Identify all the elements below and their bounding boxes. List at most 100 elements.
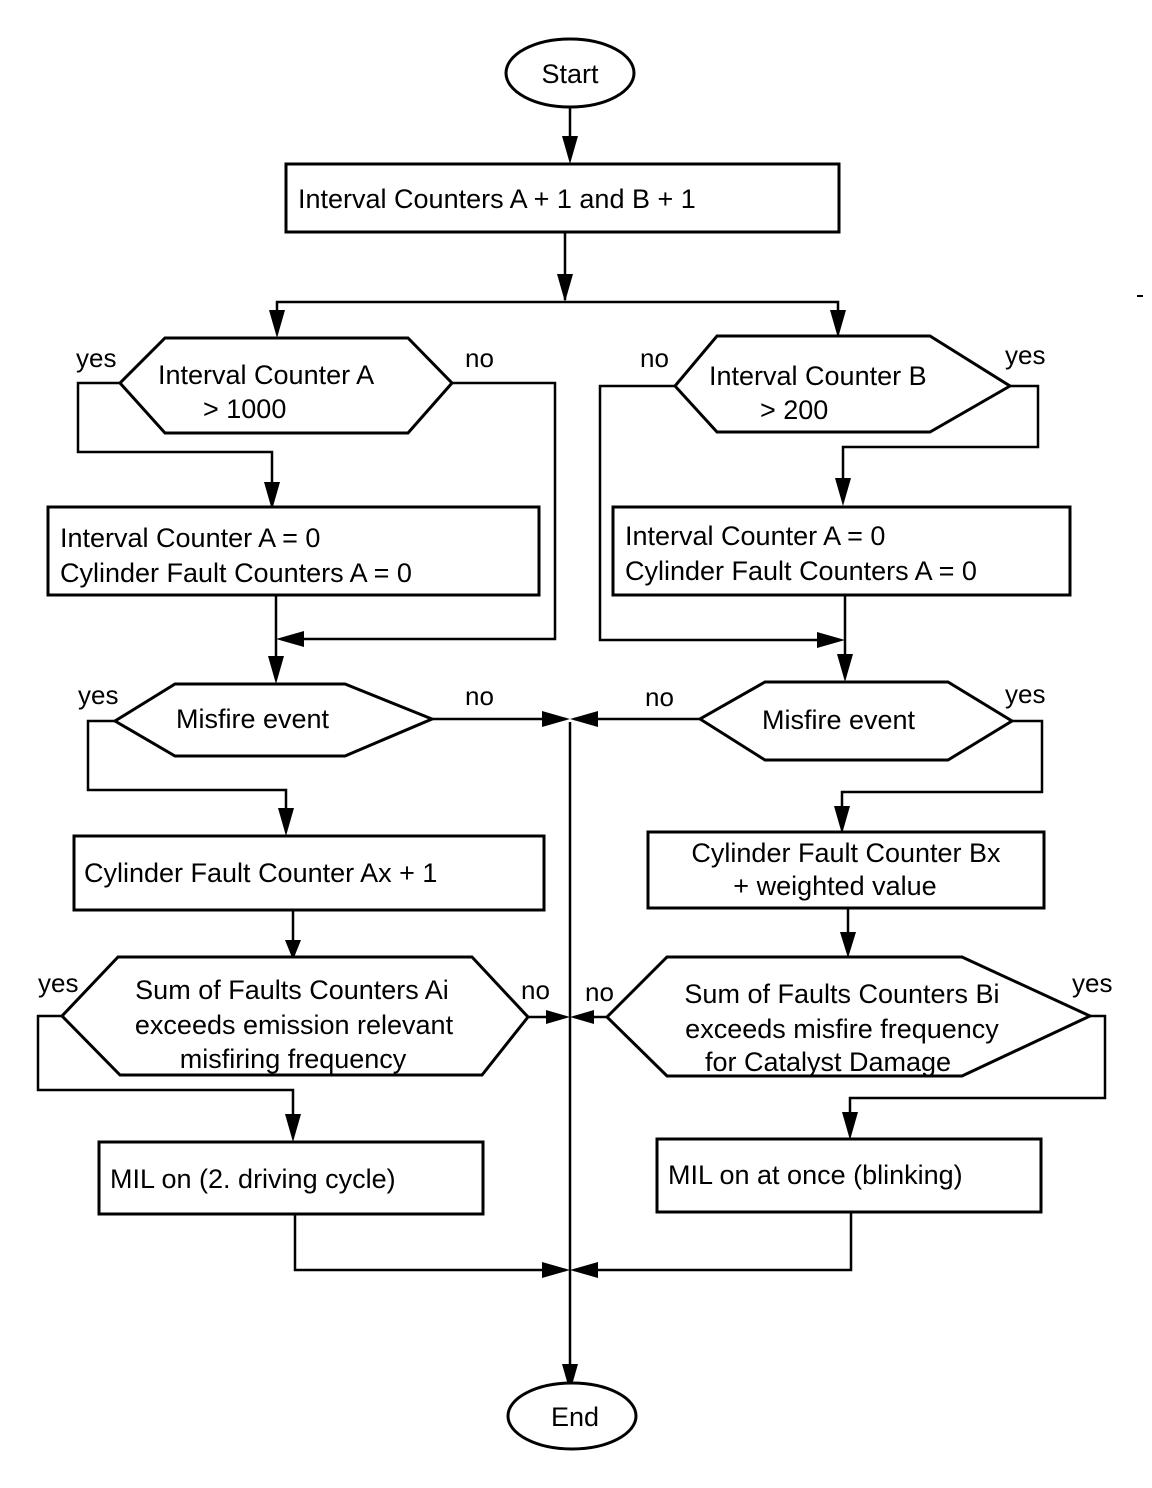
decision-a-yes-label: yes bbox=[76, 343, 116, 373]
misfire-b-yes-label: yes bbox=[1005, 679, 1045, 709]
arrow-down-icon bbox=[830, 310, 846, 338]
connector-b-yes bbox=[841, 384, 1040, 495]
decision-a-line1: Interval Counter A bbox=[158, 360, 374, 390]
end-ellipse bbox=[506, 1381, 638, 1451]
connector-sum-a-yes bbox=[36, 1014, 295, 1130]
arrow-right-icon bbox=[542, 711, 570, 727]
decision-sum-a: Sum of Faults Counters Ai exceeds emissi… bbox=[38, 955, 550, 1077]
misfire-a-label: Misfire event bbox=[176, 704, 330, 734]
reset-b-process: Interval Counter A = 0 Cylinder Fault Co… bbox=[611, 505, 1072, 597]
arrow-down-icon bbox=[842, 1112, 858, 1140]
misfire-a-yes-label: yes bbox=[78, 680, 118, 710]
connector-split bbox=[275, 300, 840, 330]
connector-a-no bbox=[290, 381, 557, 641]
arrow-down-icon bbox=[835, 478, 851, 506]
misfire-b-no-label: no bbox=[645, 682, 674, 712]
sum-b-shape bbox=[604, 955, 1094, 1078]
arrow-down-icon bbox=[562, 136, 578, 164]
misfire-b-label: Misfire event bbox=[762, 705, 916, 735]
arrow-down-icon bbox=[285, 1114, 301, 1142]
arrow-down-icon bbox=[264, 482, 280, 510]
reset-a-line1: Interval Counter A = 0 bbox=[60, 523, 320, 553]
reset-a-box bbox=[46, 505, 541, 597]
arrow-right-icon bbox=[542, 1262, 570, 1278]
stray-mark bbox=[1137, 295, 1143, 297]
decision-b-yes-label: yes bbox=[1005, 340, 1045, 370]
increment-label: Interval Counters A + 1 and B + 1 bbox=[298, 184, 696, 214]
start-ellipse bbox=[504, 37, 636, 109]
misfire-a-no-label: no bbox=[465, 681, 494, 711]
arrow-left-icon bbox=[570, 1262, 598, 1278]
sum-a-line1: Sum of Faults Counters Ai bbox=[135, 975, 449, 1005]
connectors bbox=[36, 108, 1143, 1392]
increment-process: Interval Counters A + 1 and B + 1 bbox=[284, 162, 841, 234]
connector-misfire-b-yes bbox=[840, 719, 1044, 822]
arrow-down-icon bbox=[269, 310, 285, 338]
mil-b-box bbox=[655, 1137, 1043, 1214]
connector-b-no bbox=[598, 384, 830, 642]
reset-b-line1: Interval Counter A = 0 bbox=[625, 521, 885, 551]
connector-sum-b-yes bbox=[848, 1014, 1107, 1128]
mil-b-label: MIL on at once (blinking) bbox=[668, 1160, 963, 1190]
arrow-left-icon bbox=[570, 711, 598, 727]
reset-a-process: Interval Counter A = 0 Cylinder Fault Co… bbox=[46, 505, 541, 597]
connector-misfire-a-yes bbox=[86, 719, 288, 822]
decision-b-shape bbox=[673, 334, 1013, 434]
arrow-down-icon bbox=[840, 932, 856, 958]
sum-a-line3: misfiring frequency bbox=[180, 1044, 407, 1074]
fault-a-process: Cylinder Fault Counter Ax + 1 bbox=[72, 834, 546, 912]
arrow-down-icon bbox=[837, 654, 853, 682]
sum-a-yes-label: yes bbox=[38, 968, 78, 998]
arrow-down-icon bbox=[285, 940, 301, 960]
fault-a-box bbox=[72, 834, 546, 912]
misfire-b-shape bbox=[697, 680, 1015, 762]
misfire-a-shape bbox=[112, 682, 436, 758]
mil-a-box bbox=[97, 1140, 485, 1216]
arrow-left-icon bbox=[570, 1010, 594, 1024]
connector-mil-a bbox=[293, 1214, 566, 1272]
sum-b-line2: exceeds misfire frequency bbox=[685, 1014, 999, 1044]
fault-a-label: Cylinder Fault Counter Ax + 1 bbox=[84, 858, 437, 888]
decision-b-line1: Interval Counter B bbox=[709, 361, 927, 391]
end-label: End bbox=[551, 1402, 599, 1432]
arrow-down-icon bbox=[557, 274, 573, 302]
decision-misfire-b: Misfire event yes no bbox=[645, 679, 1045, 762]
mil-b-process: MIL on at once (blinking) bbox=[655, 1137, 1043, 1214]
fault-b-line2: + weighted value bbox=[733, 871, 936, 901]
decision-b-no-label: no bbox=[640, 343, 669, 373]
arrow-down-icon bbox=[834, 806, 850, 834]
reset-b-line2: Cylinder Fault Counters A = 0 bbox=[625, 556, 977, 586]
decision-interval-b: Interval Counter B > 200 yes no bbox=[640, 334, 1045, 434]
arrow-down-icon bbox=[278, 808, 294, 836]
decision-sum-b: Sum of Faults Counters Bi exceeds misfir… bbox=[585, 955, 1112, 1078]
arrow-left-icon bbox=[276, 631, 304, 647]
decision-interval-a: Interval Counter A > 1000 yes no bbox=[76, 336, 494, 435]
sum-b-line3: for Catalyst Damage bbox=[705, 1047, 951, 1077]
sum-a-shape bbox=[59, 955, 530, 1077]
decision-b-line2: > 200 bbox=[760, 395, 828, 425]
sum-b-line1: Sum of Faults Counters Bi bbox=[684, 979, 999, 1009]
mil-a-label: MIL on (2. driving cycle) bbox=[110, 1164, 396, 1194]
reset-b-box bbox=[611, 505, 1072, 597]
start-label: Start bbox=[541, 59, 599, 89]
start-terminal: Start bbox=[504, 37, 636, 109]
decision-a-shape bbox=[117, 336, 455, 435]
sum-b-yes-label: yes bbox=[1072, 968, 1112, 998]
decision-a-line2: > 1000 bbox=[203, 394, 286, 424]
end-terminal: End bbox=[506, 1381, 638, 1451]
mil-a-process: MIL on (2. driving cycle) bbox=[97, 1140, 485, 1216]
sum-a-line2: exceeds emission relevant bbox=[135, 1010, 454, 1040]
connector-a-yes bbox=[76, 381, 274, 498]
decision-misfire-a: Misfire event yes no bbox=[78, 680, 494, 758]
fault-b-process: Cylinder Fault Counter Bx + weighted val… bbox=[646, 830, 1046, 910]
sum-b-no-label: no bbox=[585, 977, 614, 1007]
fault-b-line1: Cylinder Fault Counter Bx bbox=[691, 838, 1001, 868]
connector-mil-b bbox=[574, 1212, 853, 1272]
reset-a-line2: Cylinder Fault Counters A = 0 bbox=[60, 558, 412, 588]
arrow-right-icon bbox=[546, 1010, 570, 1024]
sum-a-no-label: no bbox=[521, 975, 550, 1005]
arrow-down-icon bbox=[268, 656, 284, 684]
decision-a-no-label: no bbox=[465, 343, 494, 373]
arrow-right-icon bbox=[817, 632, 845, 648]
